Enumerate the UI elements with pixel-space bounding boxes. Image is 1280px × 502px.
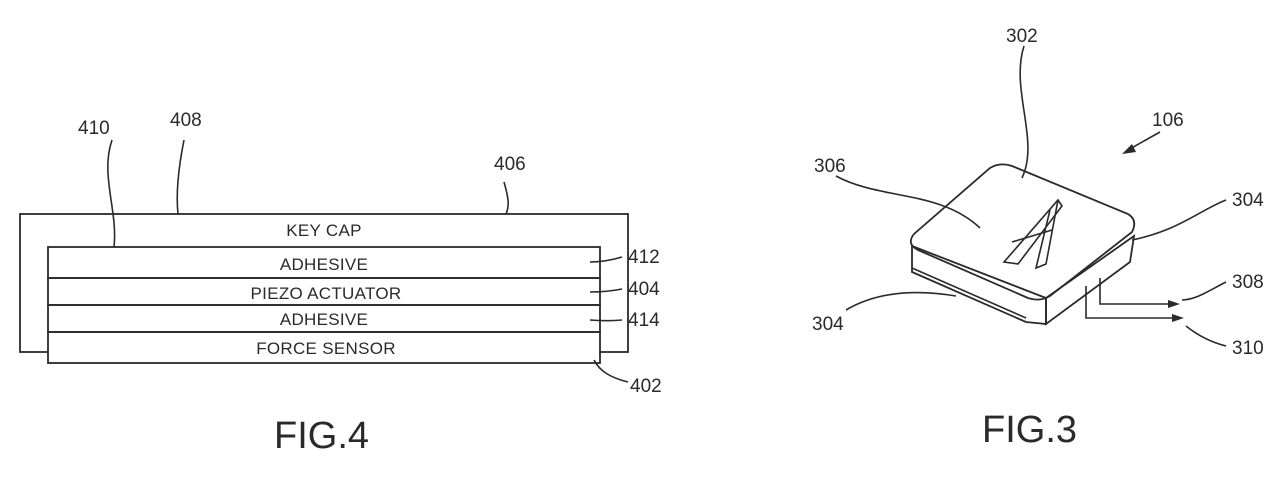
force-sensor-label: FORCE SENSOR	[256, 339, 396, 358]
keycap-label: KEY CAP	[286, 221, 362, 240]
ref-404: 404	[628, 279, 660, 300]
key-letter-a	[1002, 198, 1063, 270]
ref-306: 306	[814, 156, 846, 177]
fig3-diagram: 302 106 306 304 304 308 310 FIG.3	[812, 26, 1264, 451]
ref-408: 408	[170, 110, 202, 131]
key-top-face	[909, 163, 1136, 301]
adhesive-top-label: ADHESIVE	[280, 255, 368, 274]
ref-310: 310	[1232, 338, 1264, 359]
adhesive-bottom-label: ADHESIVE	[280, 310, 368, 329]
ref-402: 402	[630, 376, 662, 397]
arrow-106	[1122, 144, 1136, 154]
key-left-side	[911, 244, 1047, 325]
output-arrow-310	[1172, 314, 1184, 322]
ref-412: 412	[628, 247, 660, 268]
ref-414: 414	[628, 310, 660, 331]
ref-304-right: 304	[1232, 190, 1264, 211]
ref-106: 106	[1152, 110, 1184, 131]
fig4-caption: FIG.4	[274, 415, 369, 457]
ref-302: 302	[1006, 26, 1038, 47]
key-right-side	[1045, 234, 1136, 326]
ref-406: 406	[494, 154, 526, 175]
ref-410: 410	[78, 118, 110, 139]
ref-308: 308	[1232, 272, 1264, 293]
fig4-diagram: KEY CAP ADHESIVE PIEZO ACTUATOR ADHESIVE…	[19, 110, 662, 457]
force-sensor-layer	[47, 331, 601, 364]
piezo-actuator-label: PIEZO ACTUATOR	[251, 284, 402, 303]
ref-304-left: 304	[812, 314, 844, 335]
fig3-caption: FIG.3	[982, 409, 1077, 451]
output-arrow-308	[1168, 300, 1180, 308]
